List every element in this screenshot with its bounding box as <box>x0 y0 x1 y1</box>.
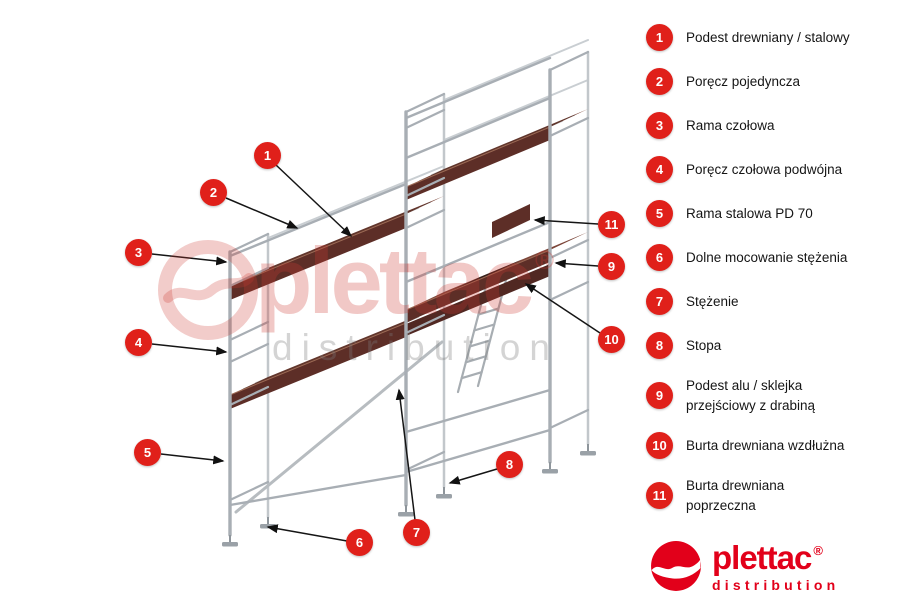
legend-label-7: Stężenie <box>686 293 739 309</box>
callout-badge-6: 6 <box>346 529 373 556</box>
legend-label-2: Poręcz pojedyncza <box>686 73 801 89</box>
legend-label-8: Stopa <box>686 337 722 353</box>
legend-label-10: Burta drewniana wzdłużna <box>686 437 845 453</box>
platform-upper-left <box>229 196 444 300</box>
legend-item-5: 5 Rama stalowa PD 70 <box>646 200 886 227</box>
legend-badge-6: 6 <box>646 244 673 271</box>
legend-item-3: 3 Rama czołowa <box>646 112 886 139</box>
callout-badge-8: 8 <box>496 451 523 478</box>
legend-label-3: Rama czołowa <box>686 117 775 133</box>
callout-badge-4: 4 <box>125 329 152 356</box>
front-rails <box>228 56 552 507</box>
legend-item-1: 1 Podest drewniany / stalowy <box>646 24 886 51</box>
platform-lower-left <box>229 305 444 409</box>
callout-badge-2: 2 <box>200 179 227 206</box>
frame-crossbars <box>228 50 590 502</box>
brand-logo: plettac® distribution <box>650 540 839 592</box>
legend-item-6: 6 Dolne mocowanie stężenia <box>646 244 886 271</box>
toe-board-longitudinal <box>406 264 550 336</box>
legend-label-9: Podest alu / sklejka przejściowy z drabi… <box>686 378 816 413</box>
legend-label-5: Rama stalowa PD 70 <box>686 205 813 221</box>
legend-item-8: 8 Stopa <box>646 332 886 359</box>
callout-badge-10: 10 <box>598 326 625 353</box>
legend-badge-4: 4 <box>646 156 673 183</box>
legend-badge-8: 8 <box>646 332 673 359</box>
legend-badge-11: 11 <box>646 482 673 510</box>
legend-badge-3: 3 <box>646 112 673 139</box>
brand-subtitle: distribution <box>712 576 840 593</box>
brand-registered-mark: ® <box>813 542 823 558</box>
legend-label-1: Podest drewniany / stalowy <box>686 29 850 45</box>
callout-badge-7: 7 <box>403 519 430 546</box>
legend-item-10: 10 Burta drewniana wzdłużna <box>646 432 886 460</box>
legend-label-6: Dolne mocowanie stężenia <box>686 249 848 265</box>
brand-logo-text: plettac® distribution <box>712 541 839 592</box>
callout-badge-9: 9 <box>598 253 625 280</box>
leader-arrows <box>151 164 601 542</box>
brand-name: plettac <box>712 538 812 576</box>
legend-label-11: Burta drewniana poprzeczna <box>686 478 785 513</box>
legend-item-4: 4 Poręcz czołowa podwójna <box>646 156 886 183</box>
legend-label-4: Poręcz czołowa podwójna <box>686 161 843 177</box>
legend-item-7: 7 Stężenie <box>646 288 886 315</box>
toe-board-transverse <box>492 204 530 238</box>
platform-top-right <box>405 109 588 200</box>
legend-badge-2: 2 <box>646 68 673 95</box>
callout-badge-5: 5 <box>134 439 161 466</box>
legend-badge-5: 5 <box>646 200 673 227</box>
access-deck <box>405 232 588 322</box>
legend-item-11: 11 Burta drewniana poprzeczna <box>646 476 886 515</box>
callout-badge-11: 11 <box>598 211 625 238</box>
legend-item-2: 2 Poręcz pojedyncza <box>646 68 886 95</box>
legend: 1 Podest drewniany / stalowy 2 Poręcz po… <box>646 24 886 532</box>
brand-logo-mark-icon <box>651 541 701 591</box>
callout-badge-1: 1 <box>254 142 281 169</box>
callout-badge-3: 3 <box>125 239 152 266</box>
legend-item-9: 9 Podest alu / sklejka przejściowy z dra… <box>646 376 886 415</box>
legend-badge-10: 10 <box>646 432 673 460</box>
legend-badge-7: 7 <box>646 288 673 315</box>
legend-badge-9: 9 <box>646 382 673 410</box>
legend-badge-1: 1 <box>646 24 673 51</box>
